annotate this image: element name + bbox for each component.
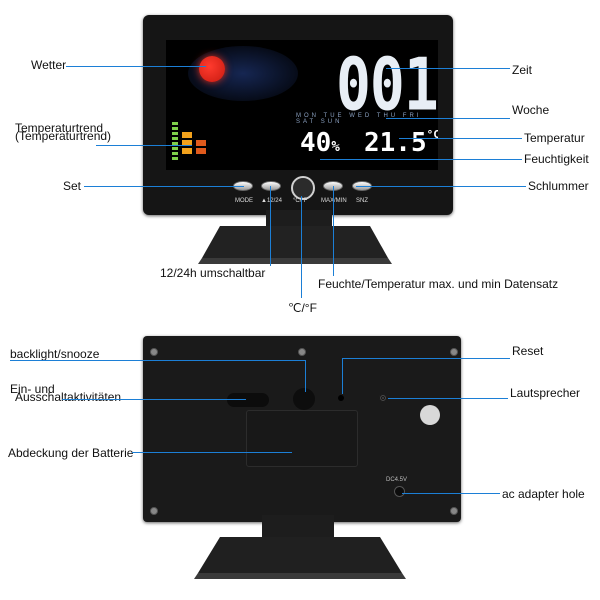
callout-line	[96, 145, 192, 146]
screw	[450, 507, 458, 515]
snooze-label: SNZ	[356, 198, 368, 204]
callout-line	[132, 452, 292, 453]
trend-bar	[182, 148, 192, 154]
reset-hole[interactable]	[338, 395, 344, 401]
callout-reset: Reset	[512, 344, 544, 358]
callout-humidity: Feuchtigkeit	[524, 152, 589, 166]
callout-adapter: ac adapter hole	[502, 487, 585, 501]
backlight-snooze-button[interactable]	[293, 388, 315, 410]
time-display: 001	[336, 42, 438, 127]
back-stand	[194, 515, 406, 579]
callout-hour-switch: 12/24h umschaltbar	[160, 266, 266, 280]
callout-line	[386, 118, 510, 119]
battery-cover[interactable]	[246, 410, 358, 467]
callout-line	[10, 360, 306, 361]
speaker-grille	[379, 394, 387, 402]
callout-set: Set	[63, 179, 82, 193]
callout-line	[388, 398, 508, 399]
trend-bar	[196, 148, 206, 154]
callout-line	[270, 186, 271, 266]
callout-line	[399, 138, 522, 139]
callout-line	[342, 358, 343, 394]
label-sticker	[420, 405, 440, 425]
mode-label: MODE	[235, 198, 253, 204]
trend-bar	[182, 132, 192, 138]
power-switch[interactable]	[227, 393, 269, 407]
humidity-value: 40	[300, 128, 332, 158]
callout-line	[66, 66, 206, 67]
screw	[298, 348, 306, 356]
temperature-value: 21.5	[364, 128, 427, 158]
callout-week: Woche	[512, 103, 550, 117]
sun-icon	[199, 56, 225, 82]
callout-line	[342, 358, 510, 359]
callout-temperature: Temperatur	[524, 131, 585, 145]
callout-line	[84, 186, 244, 187]
callout-line	[62, 399, 246, 400]
adapter-hole[interactable]	[394, 486, 405, 497]
dc-input-label: DC4.5V	[386, 477, 408, 483]
unit-toggle-knob[interactable]	[291, 176, 315, 200]
humidity-display: 40%	[300, 128, 340, 158]
callout-backlight: backlight/snooze	[10, 347, 100, 361]
callout-trend-1: Temperaturtrend	[15, 121, 104, 135]
screw	[450, 348, 458, 356]
temperature-display: 21.5°C	[364, 128, 438, 158]
trend-scale	[172, 122, 178, 162]
hour-format-label: ▲12/24	[261, 198, 282, 204]
callout-line	[402, 493, 500, 494]
callout-line	[386, 68, 510, 69]
callout-line	[333, 186, 334, 276]
callout-trend-2: (Temperaturtrend)	[15, 129, 112, 143]
callout-speaker: Lautsprecher	[510, 386, 581, 400]
callout-onoff-1: Ein- und	[10, 382, 55, 396]
lcd-screen: 001 MON TUE WED THU FRI SAT SUN 40% 21.5…	[166, 40, 438, 170]
callout-time: Zeit	[512, 63, 533, 77]
callout-line	[301, 196, 302, 298]
humidity-unit: %	[331, 139, 340, 155]
callout-max-min: Feuchte/Temperatur max. und min Datensat…	[318, 277, 559, 291]
screw	[150, 507, 158, 515]
hour-format-button[interactable]	[261, 181, 281, 191]
trend-bar	[196, 140, 206, 146]
callout-snooze: Schlummer	[528, 179, 589, 193]
callout-weather: Wetter	[31, 58, 67, 72]
callout-unit: ℃/°F	[288, 301, 317, 315]
temperature-unit: °C	[426, 128, 438, 141]
trend-bar	[182, 140, 192, 146]
callout-battery: Abdeckung der Batterie	[8, 446, 134, 460]
callout-line	[305, 360, 306, 392]
callout-line	[320, 159, 522, 160]
callout-onoff-2: Ausschaltaktivitäten	[15, 390, 122, 404]
unit-toggle-label: °C/°F	[293, 198, 307, 204]
front-stand	[198, 210, 392, 264]
weekday-row: MON TUE WED THU FRI SAT SUN	[296, 113, 422, 125]
callout-line	[356, 186, 526, 187]
screw	[150, 348, 158, 356]
